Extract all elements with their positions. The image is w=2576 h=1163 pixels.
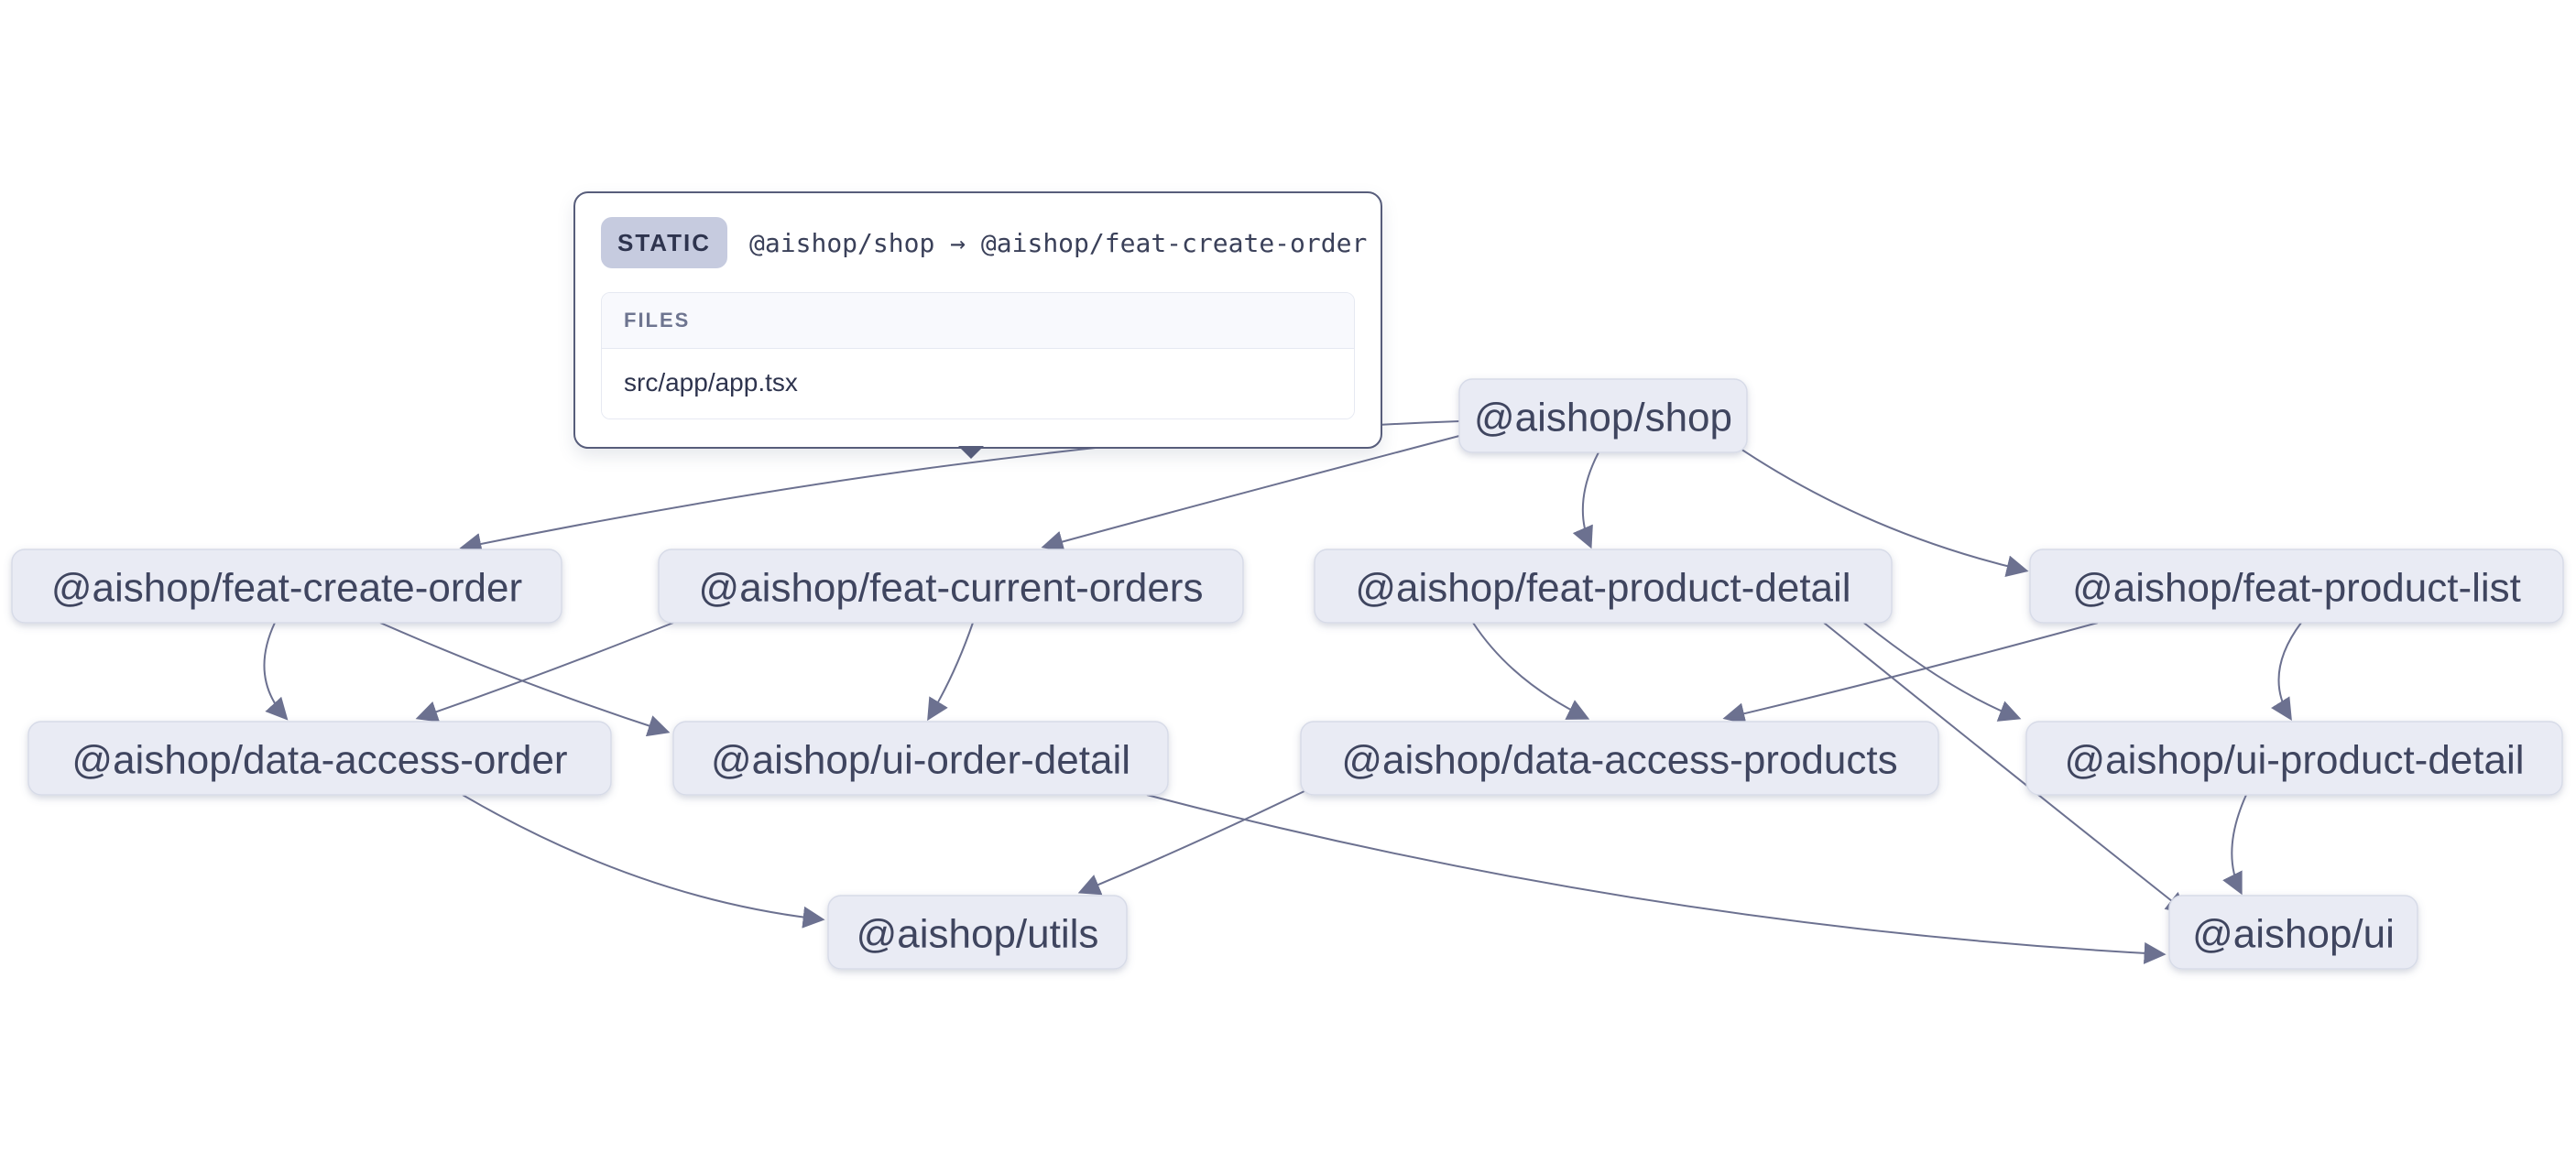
edge-data-access-order--utils[interactable]	[462, 794, 825, 929]
node-feat-product-list[interactable]: @aishop/feat-product-list	[2029, 549, 2564, 624]
nodes-layer: @aishop/shop @aishop/feat-create-order @ai…	[11, 378, 2564, 970]
edge-ui-product-detail--ui[interactable]	[2222, 794, 2247, 896]
node-feat-product-detail[interactable]: @aishop/feat-product-detail	[1314, 549, 1893, 624]
node-data-access-products-label: @aishop/data-access-products	[1341, 738, 1897, 783]
edge-tooltip-title: @aishop/shop → @aishop/feat-create-order	[749, 227, 1368, 258]
node-ui-product-detail-label: @aishop/ui-product-detail	[2064, 738, 2524, 783]
edge-feat-create-order--ui-order-detail[interactable]	[379, 622, 671, 737]
edge-feat-product-detail--ui[interactable]	[1823, 622, 2189, 915]
node-ui-product-detail-box[interactable]	[2025, 721, 2563, 796]
edge-tooltip-header: STATIC @aishop/shop → @aishop/feat-creat…	[575, 193, 1381, 268]
tooltip-pointer-icon	[958, 446, 984, 459]
edge-ui-order-detail--ui[interactable]	[1146, 794, 2167, 964]
edge-feat-product-detail--ui-product-detail[interactable]	[1861, 620, 2022, 722]
edge-feat-product-list--data-access-products[interactable]	[1722, 622, 2099, 724]
node-utils-box[interactable]	[827, 895, 1128, 970]
node-utils[interactable]: @aishop/utils	[827, 895, 1128, 970]
node-feat-current-orders-label: @aishop/feat-current-orders	[699, 566, 1204, 611]
node-ui-order-detail[interactable]: @aishop/ui-order-detail	[672, 721, 1169, 796]
node-data-access-order-box[interactable]	[27, 721, 612, 796]
edge-type-badge: STATIC	[601, 217, 728, 268]
node-feat-product-list-box[interactable]	[2029, 549, 2564, 624]
node-shop[interactable]: @aishop/shop	[1458, 378, 1748, 453]
node-ui-label: @aishop/ui	[2192, 912, 2395, 957]
node-shop-label: @aishop/shop	[1474, 396, 1732, 440]
edge-feat-product-detail--data-access-products[interactable]	[1472, 622, 1590, 720]
node-data-access-products[interactable]: @aishop/data-access-products	[1300, 721, 1939, 796]
node-feat-product-detail-box[interactable]	[1314, 549, 1893, 624]
edge-feat-current-orders--data-access-order[interactable]	[415, 622, 674, 723]
edge-data-access-products--utils[interactable]	[1077, 788, 1309, 896]
node-feat-create-order-label: @aishop/feat-create-order	[51, 566, 522, 611]
files-panel-header: FILES	[602, 293, 1354, 349]
edges-layer	[263, 420, 2302, 964]
edge-tooltip: STATIC @aishop/shop → @aishop/feat-creat…	[573, 191, 1382, 459]
node-feat-product-detail-label: @aishop/feat-product-detail	[1355, 566, 1850, 611]
edge-shop--feat-current-orders[interactable]	[1041, 435, 1460, 553]
node-ui-order-detail-label: @aishop/ui-order-detail	[711, 738, 1130, 783]
node-ui-product-detail[interactable]: @aishop/ui-product-detail	[2025, 721, 2563, 796]
node-feat-current-orders-box[interactable]	[658, 549, 1244, 624]
edge-feat-create-order--data-access-order[interactable]	[263, 622, 289, 721]
edge-shop--feat-product-detail[interactable]	[1572, 451, 1599, 549]
file-path-item: src/app/app.tsx	[602, 349, 1354, 418]
node-shop-box[interactable]	[1458, 378, 1748, 453]
node-feat-product-list-label: @aishop/feat-product-list	[2072, 566, 2521, 611]
node-data-access-order[interactable]: @aishop/data-access-order	[27, 721, 612, 796]
files-panel: FILES src/app/app.tsx	[601, 292, 1355, 419]
node-utils-label: @aishop/utils	[857, 912, 1099, 957]
node-ui-box[interactable]	[2168, 895, 2418, 970]
edge-feat-current-orders--ui-order-detail[interactable]	[927, 622, 974, 722]
node-ui[interactable]: @aishop/ui	[2168, 895, 2418, 970]
node-ui-order-detail-box[interactable]	[672, 721, 1169, 796]
node-feat-create-order-box[interactable]	[11, 549, 562, 624]
node-data-access-order-label: @aishop/data-access-order	[71, 738, 567, 783]
node-data-access-products-box[interactable]	[1300, 721, 1939, 796]
node-feat-create-order[interactable]: @aishop/feat-create-order	[11, 549, 562, 624]
edge-feat-product-list--ui-product-detail[interactable]	[2271, 622, 2302, 722]
node-feat-current-orders[interactable]: @aishop/feat-current-orders	[658, 549, 1244, 624]
edge-shop--feat-product-list[interactable]	[1740, 448, 2029, 578]
